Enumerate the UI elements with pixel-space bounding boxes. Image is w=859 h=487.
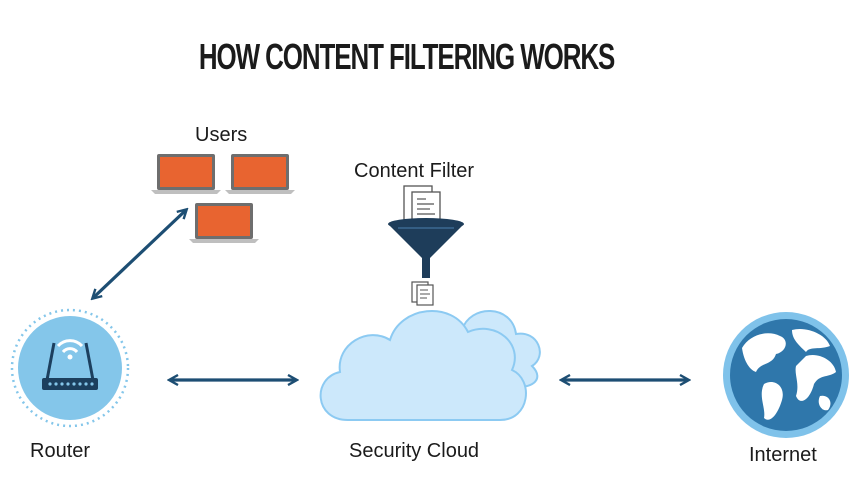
double-arrow-icon	[93, 210, 186, 298]
globe-icon	[723, 312, 849, 438]
laptop-icon	[225, 154, 295, 194]
diagram-title: HOW CONTENT FILTERING WORKS	[198, 36, 615, 77]
content-filter-label: Content Filter	[354, 160, 475, 182]
internet-label: Internet	[749, 444, 817, 466]
laptop-icon	[151, 154, 221, 194]
content-filter-group	[388, 185, 464, 306]
router-icon	[10, 308, 130, 428]
users-laptops	[151, 154, 295, 243]
cloud-icon	[319, 310, 541, 421]
laptop-icon	[189, 203, 259, 243]
document-icon	[411, 281, 434, 306]
users-label: Users	[195, 124, 248, 146]
security-cloud-label: Security Cloud	[349, 440, 480, 462]
router-label: Router	[30, 440, 91, 462]
funnel-icon	[388, 218, 464, 278]
